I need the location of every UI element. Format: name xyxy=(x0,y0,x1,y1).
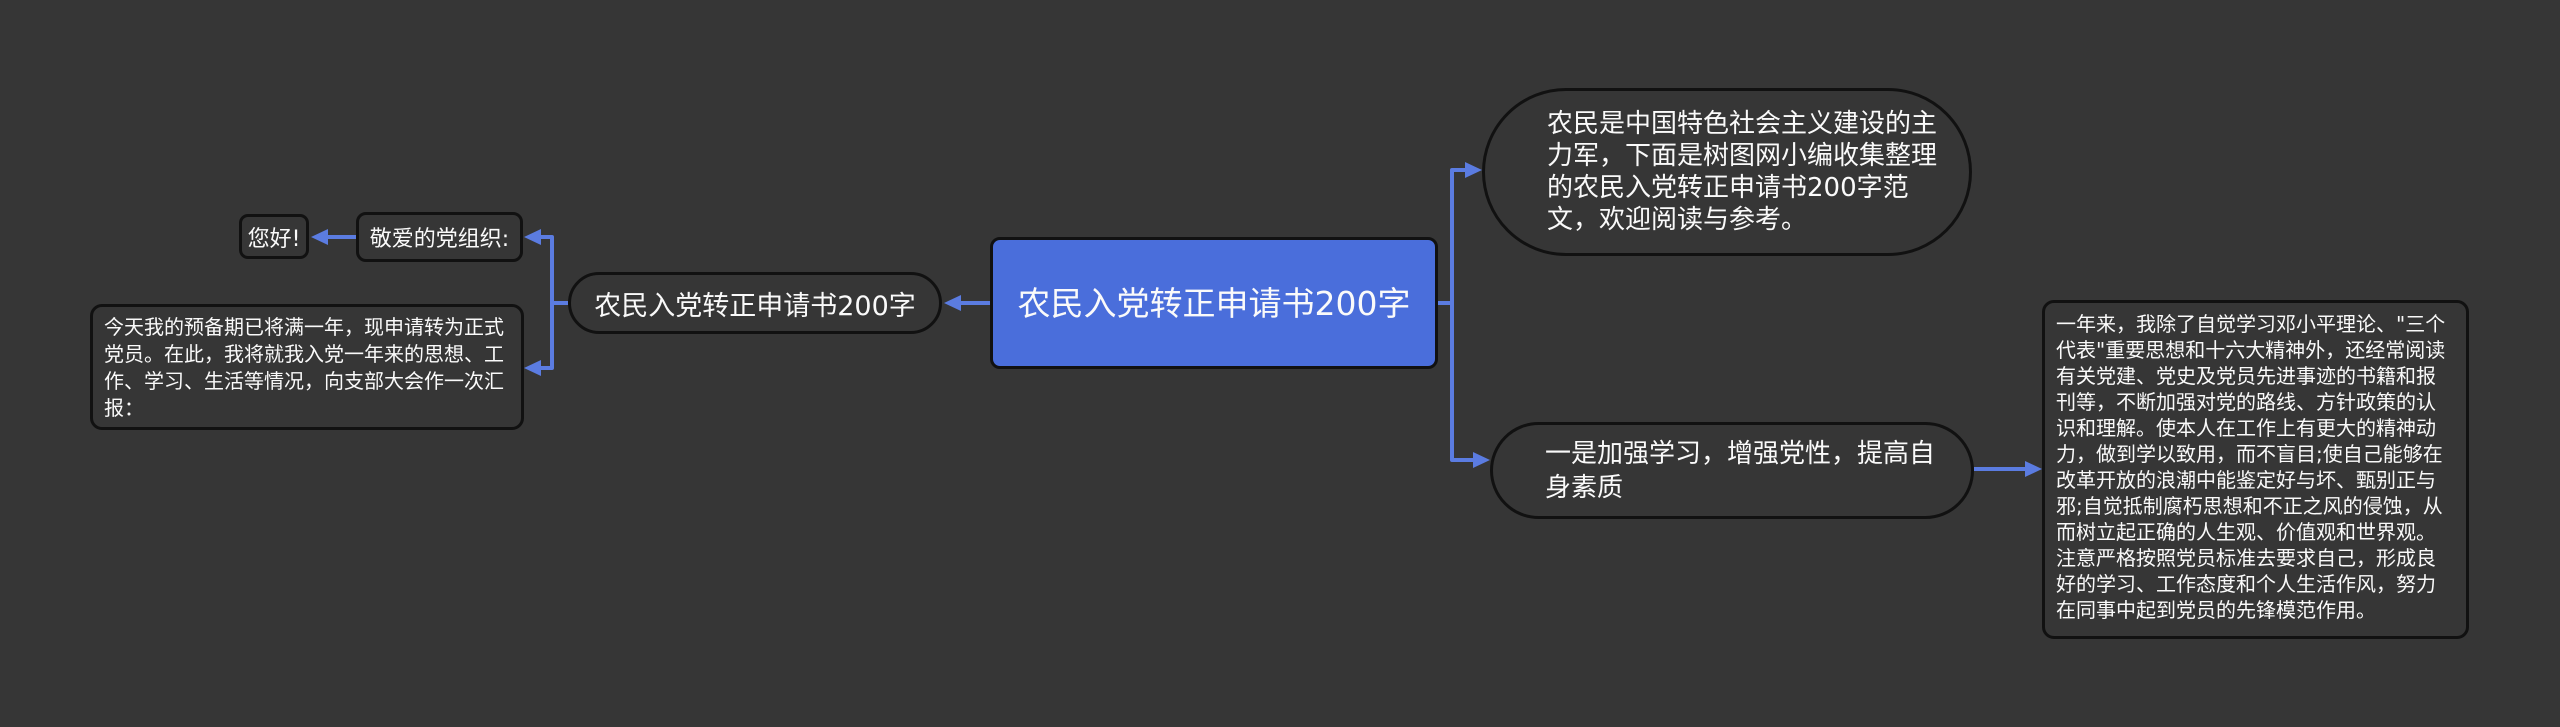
node-topic-left[interactable]: 农民入党转正申请书200字 xyxy=(568,272,942,334)
node-dear-org[interactable]: 敬爱的党组织: xyxy=(356,212,523,262)
node-dear-org-label: 敬爱的党组织: xyxy=(369,227,510,252)
arrowhead-right-point-icon xyxy=(1473,452,1490,468)
node-intro-bubble[interactable]: 农民是中国特色社会主义建设的主力军，下面是树图网小编收集整理的农民入党转正申请书… xyxy=(1482,88,1972,256)
node-topic-left-label: 农民入党转正申请书200字 xyxy=(594,290,916,322)
node-hello[interactable]: 您好! xyxy=(239,214,309,259)
node-right-note-label: 一年来，我除了自觉学习邓小平理论、"三个代表"重要思想和十六大精神外，还经常阅读… xyxy=(2056,312,2446,622)
node-root-topic[interactable]: 农民入党转正申请书200字 xyxy=(990,237,1438,369)
arrowhead-left-note-icon xyxy=(524,360,541,376)
node-left-note-label: 今天我的预备期已将满一年，现申请转为正式党员。在此，我将就我入党一年来的思想、工… xyxy=(104,315,504,420)
arrowhead-left-dear-org-icon xyxy=(524,229,541,245)
node-point-one-label: 一是加强学习，增强党性，提高自身素质 xyxy=(1545,438,1936,503)
arrowhead-left-hello-icon xyxy=(311,229,328,245)
node-right-note[interactable]: 一年来，我除了自觉学习邓小平理论、"三个代表"重要思想和十六大精神外，还经常阅读… xyxy=(2042,300,2469,639)
connector-left-trunk xyxy=(540,235,554,370)
node-left-note[interactable]: 今天我的预备期已将满一年，现申请转为正式党员。在此，我将就我入党一年来的思想、工… xyxy=(90,304,524,430)
node-point-one[interactable]: 一是加强学习，增强党性，提高自身素质 xyxy=(1490,422,1974,519)
arrowhead-right-note-icon xyxy=(2025,461,2042,477)
connector-right-trunk xyxy=(1450,168,1474,462)
arrowhead-left-pill-icon xyxy=(944,295,961,311)
node-root-label: 农民入党转正申请书200字 xyxy=(1017,283,1411,323)
arrowhead-right-bubble-icon xyxy=(1465,162,1482,178)
node-intro-bubble-label: 农民是中国特色社会主义建设的主力军，下面是树图网小编收集整理的农民入党转正申请书… xyxy=(1547,109,1938,235)
node-hello-label: 您好! xyxy=(247,226,301,252)
